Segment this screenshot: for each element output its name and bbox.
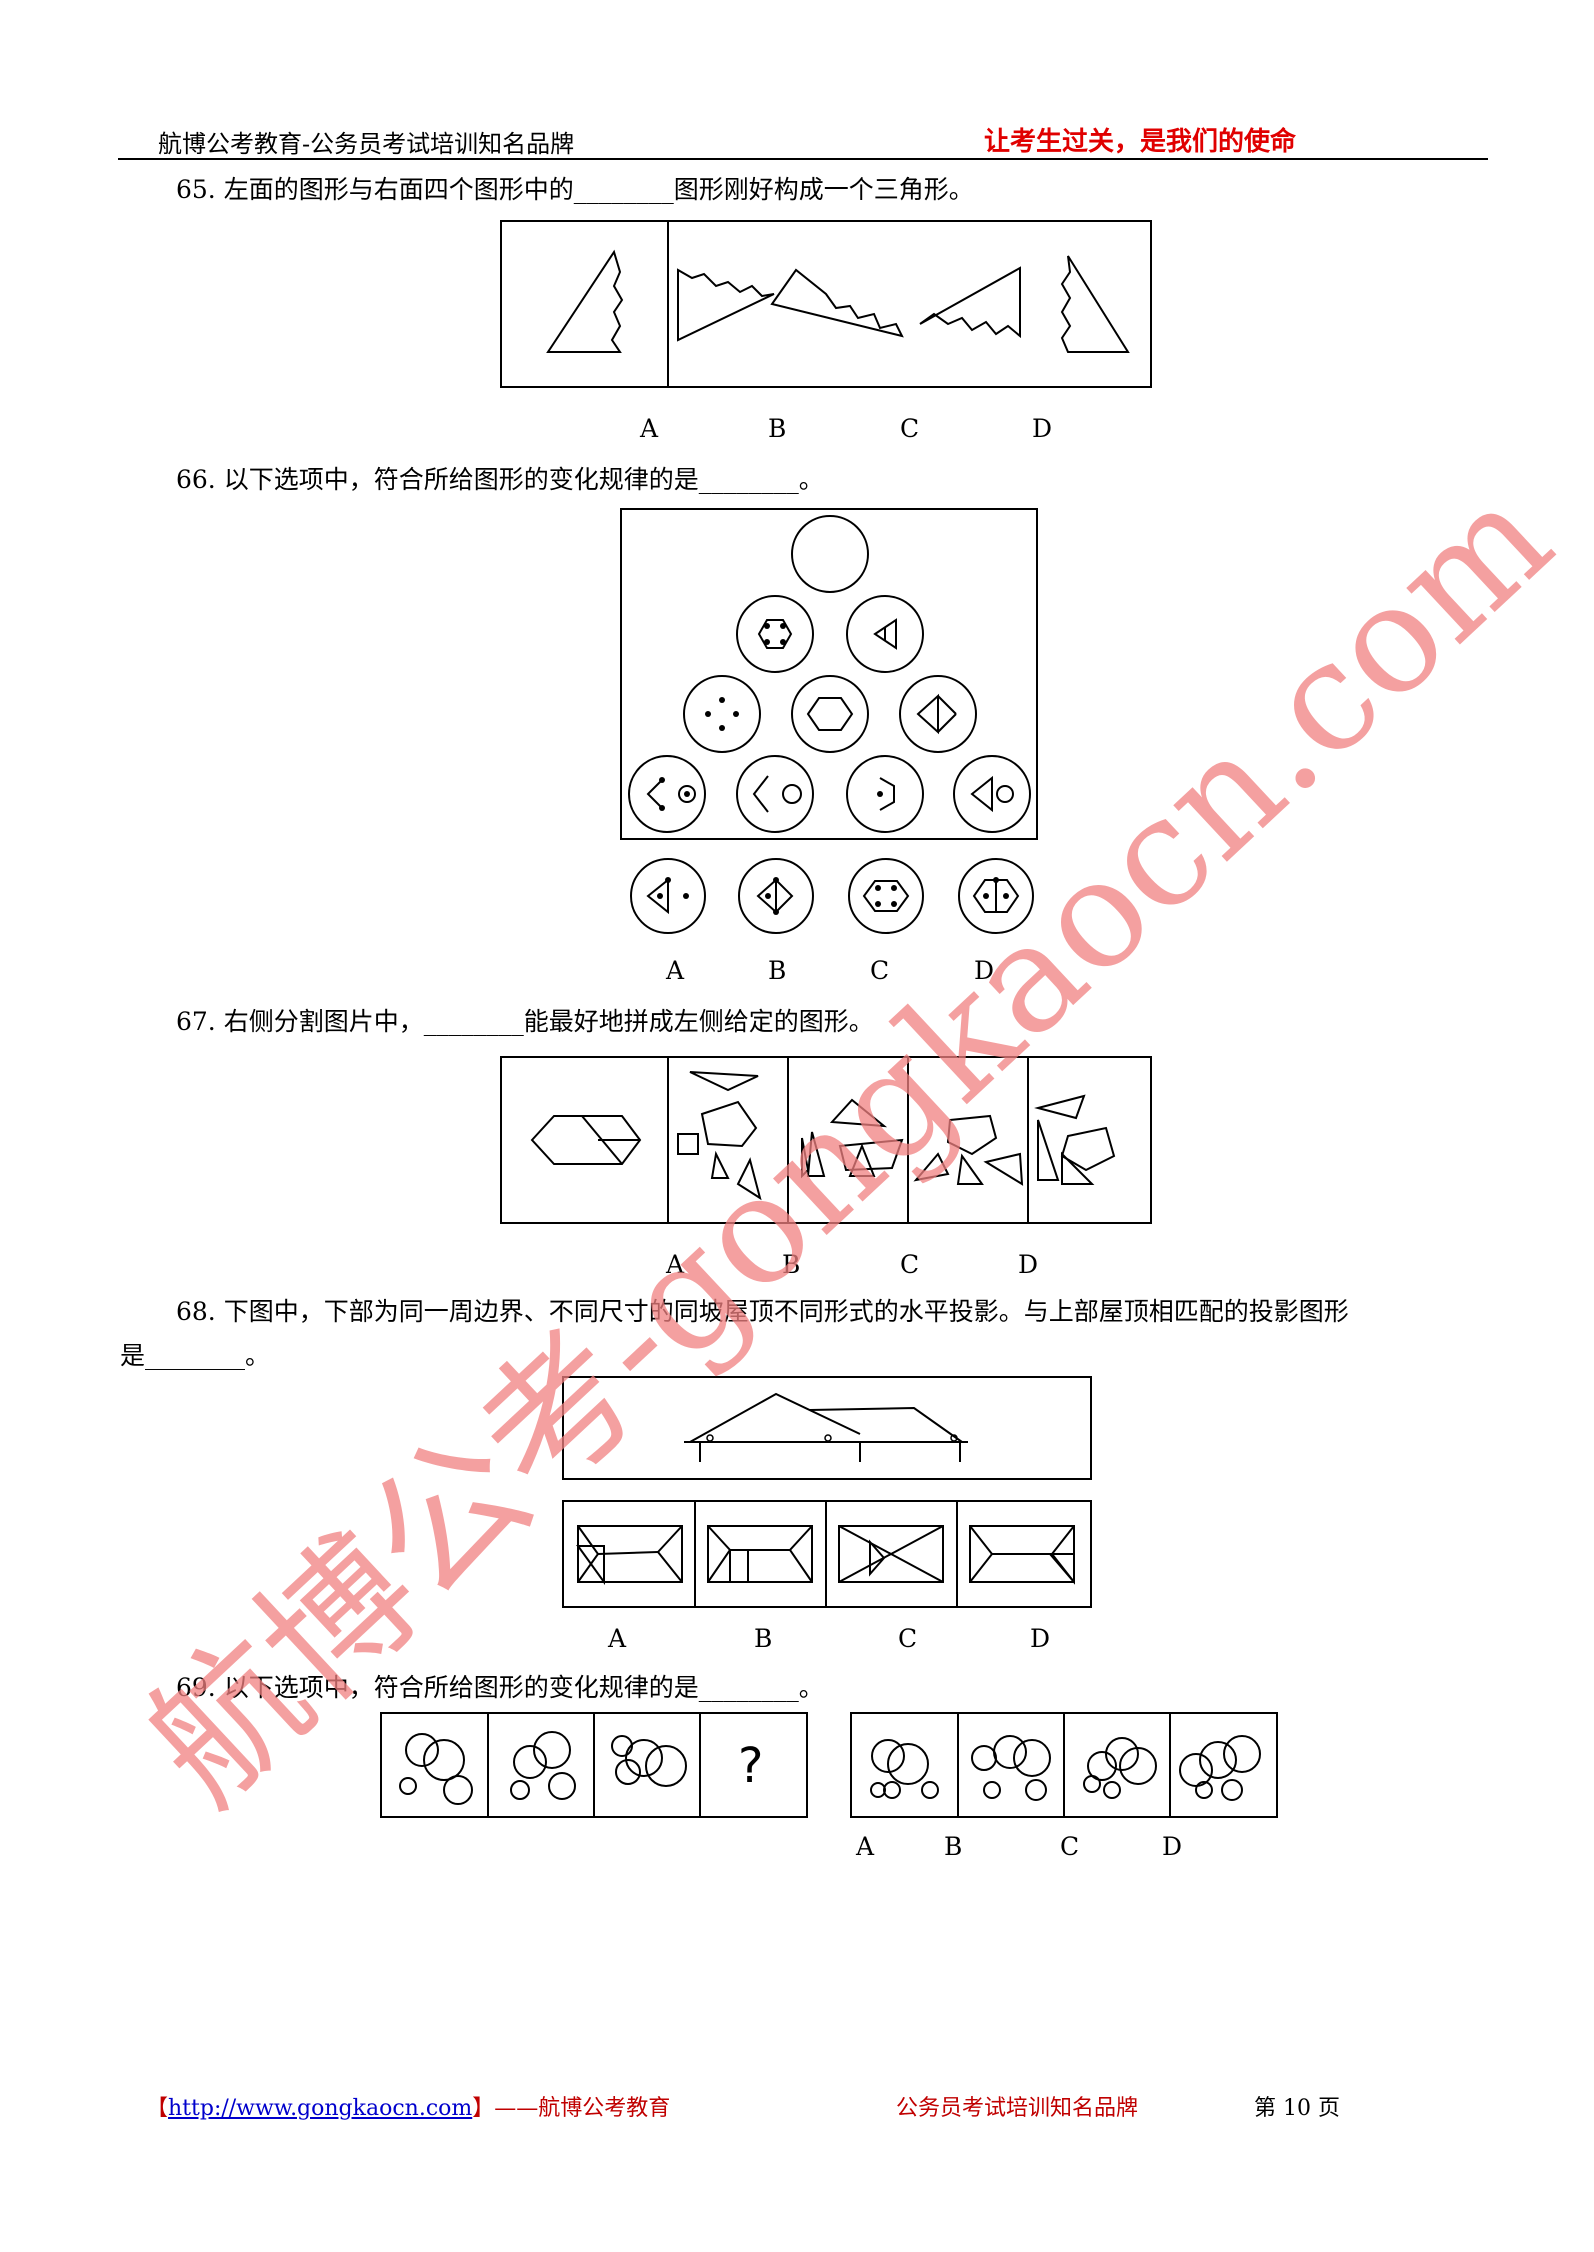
question-65: 65. 左面的图形与右面四个图形中的________图形刚好构成一个三角形。 bbox=[176, 170, 974, 206]
footer-url-link[interactable]: http://www.gongkaocn.com bbox=[168, 2096, 473, 2121]
q66-options bbox=[630, 858, 1034, 934]
q69-options-drawing bbox=[870, 1714, 1261, 1816]
page-number: 第 10 页 bbox=[1254, 2096, 1340, 2121]
q68-option-d[interactable]: D bbox=[1030, 1624, 1051, 1653]
question-text: 下图中，下部为同一周边界、不同尺寸的同坡屋顶不同形式的水平投影。与上部屋顶相匹配… bbox=[223, 1297, 1349, 1326]
footer-bracket-close: 】 bbox=[472, 2096, 495, 2121]
q69-option-c[interactable]: C bbox=[1060, 1832, 1080, 1861]
q69-options bbox=[850, 1712, 1278, 1818]
question-number: 67. bbox=[176, 1007, 216, 1036]
q65-option-d[interactable]: D bbox=[1032, 414, 1053, 443]
question-67: 67. 右侧分割图片中，________能最好地拼成左侧给定的图形。 bbox=[176, 1002, 874, 1038]
q67-option-a[interactable]: A bbox=[666, 1250, 685, 1279]
q67-option-d[interactable]: D bbox=[1018, 1250, 1039, 1279]
q69-sequence bbox=[380, 1712, 808, 1818]
q69-unknown: ? bbox=[738, 1738, 764, 1794]
q65-option-a[interactable]: A bbox=[640, 414, 659, 443]
q67-option-b[interactable]: B bbox=[782, 1250, 801, 1279]
header-slogan: 让考生过关，是我们的使命 bbox=[984, 127, 1297, 157]
header-rule bbox=[118, 158, 1488, 160]
question-text: 右侧分割图片中，________能最好地拼成左侧给定的图形。 bbox=[223, 1007, 874, 1036]
footer-brand: ——航博公考教育 bbox=[494, 2096, 671, 2121]
q66-option-b[interactable]: B bbox=[768, 956, 787, 985]
q68-roof-elevation bbox=[562, 1376, 1092, 1480]
question-69: 69. 以下选项中，符合所给图形的变化规律的是________。 bbox=[176, 1668, 824, 1704]
question-68: 68. 下图中，下部为同一周边界、不同尺寸的同坡屋顶不同形式的水平投影。与上部屋… bbox=[176, 1292, 1349, 1328]
q68-option-b[interactable]: B bbox=[754, 1624, 773, 1653]
question-text: 左面的图形与右面四个图形中的________图形刚好构成一个三角形。 bbox=[223, 175, 974, 204]
q66-pyramid bbox=[628, 515, 1031, 833]
question-text: 以下选项中，符合所给图形的变化规律的是________。 bbox=[223, 1673, 824, 1702]
q67-figure bbox=[500, 1056, 1152, 1224]
q68-roof-drawing bbox=[684, 1392, 968, 1462]
question-68-line2: 是________。 bbox=[120, 1341, 271, 1370]
q69-option-a[interactable]: A bbox=[856, 1832, 875, 1861]
q65-figure-drawing bbox=[546, 222, 1130, 386]
q68-option-c[interactable]: C bbox=[898, 1624, 918, 1653]
q69-option-d[interactable]: D bbox=[1162, 1832, 1183, 1861]
question-text: 以下选项中，符合所给图形的变化规律的是________。 bbox=[223, 465, 824, 494]
q68-option-a[interactable]: A bbox=[608, 1624, 627, 1653]
q67-pieces bbox=[530, 1058, 1116, 1222]
q68-projections bbox=[562, 1500, 1092, 1608]
q65-option-c[interactable]: C bbox=[900, 414, 920, 443]
q68-projection-drawing bbox=[576, 1502, 1075, 1606]
question-number: 69. bbox=[176, 1673, 216, 1702]
q67-option-c[interactable]: C bbox=[900, 1250, 920, 1279]
q66-figure bbox=[620, 508, 1038, 840]
q66-option-c[interactable]: C bbox=[870, 956, 890, 985]
q65-option-b[interactable]: B bbox=[768, 414, 787, 443]
footer-left: 【http://www.gongkaocn.com】——航博公考教育 bbox=[146, 2090, 670, 2122]
question-66: 66. 以下选项中，符合所给图形的变化规律的是________。 bbox=[176, 460, 824, 496]
question-number: 68. bbox=[176, 1297, 216, 1326]
header-left: 航博公考教育-公务员考试培训知名品牌 bbox=[158, 130, 575, 158]
q69-option-b[interactable]: B bbox=[944, 1832, 963, 1861]
q66-option-d[interactable]: D bbox=[974, 956, 995, 985]
q66-option-a[interactable]: A bbox=[666, 956, 685, 985]
footer-slogan: 公务员考试培训知名品牌 bbox=[896, 2096, 1139, 2121]
footer-bracket-open: 【 bbox=[146, 2096, 169, 2121]
question-number: 66. bbox=[176, 465, 216, 494]
q65-figure bbox=[500, 220, 1152, 388]
question-number: 65. bbox=[176, 175, 216, 204]
q69-sequence-drawing bbox=[399, 1714, 701, 1816]
